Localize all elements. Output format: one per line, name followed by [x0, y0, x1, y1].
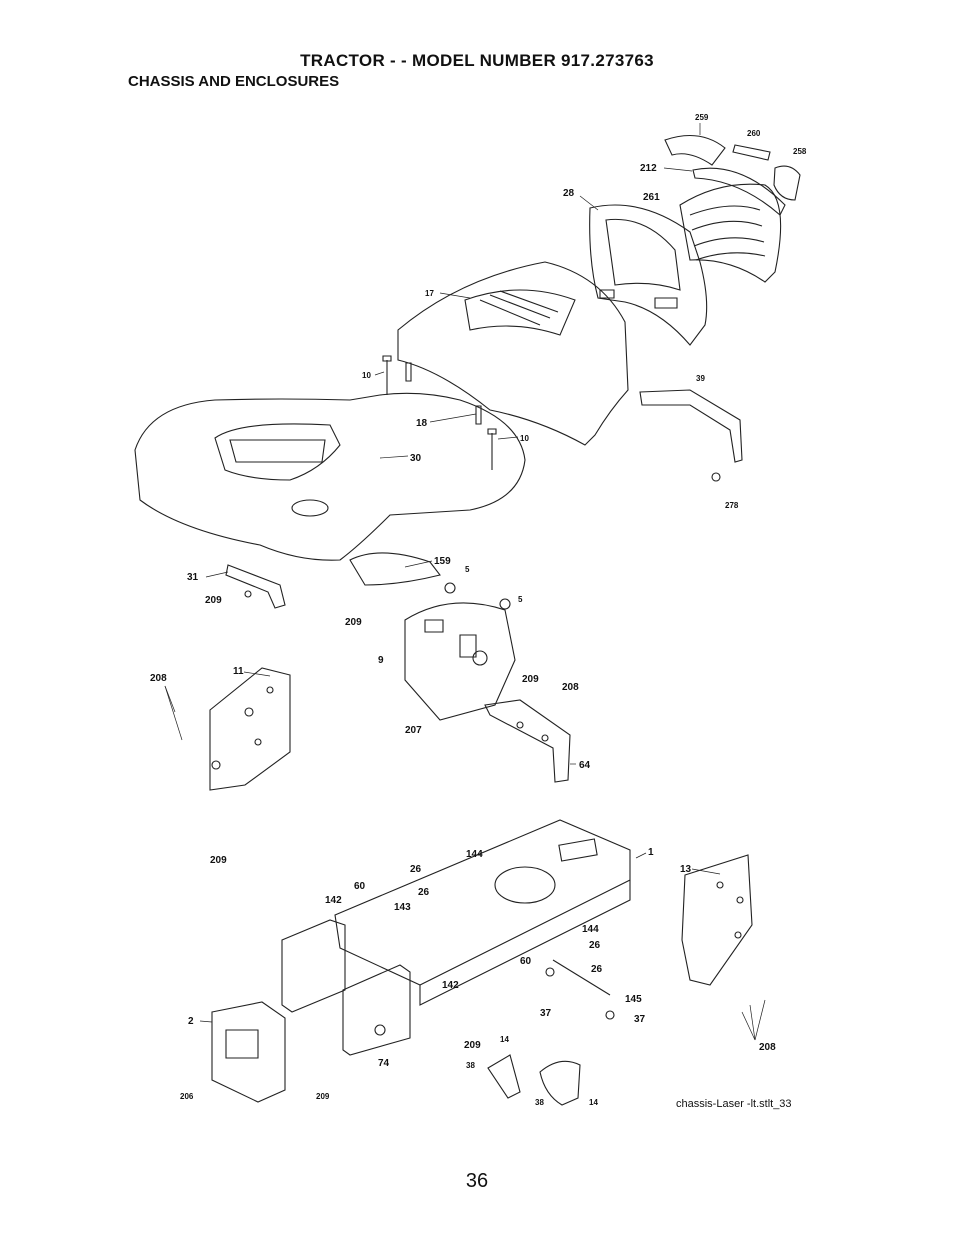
callout-label: 209: [522, 674, 539, 685]
callout-label: 37: [634, 1014, 646, 1025]
callout-label: 143: [394, 902, 411, 913]
callout-label: 60: [354, 881, 366, 892]
callout-label: 144: [466, 849, 483, 860]
callout-label: 18: [416, 418, 428, 429]
support-bracket-part: [640, 390, 742, 481]
callout-label: 37: [540, 1008, 552, 1019]
callout-label: 13: [680, 864, 692, 875]
callout-label: 14: [500, 1035, 509, 1044]
callout-label: 28: [563, 188, 575, 199]
callout-labels: 259 260 258 212 28 261 17 10 18 10 30 39…: [150, 113, 807, 1107]
callout-label: 5: [518, 595, 523, 604]
figure-caption: chassis-Laser -lt.stlt_33: [676, 1098, 792, 1110]
callout-label: 30: [410, 453, 422, 464]
callout-label: 31: [187, 572, 199, 583]
dash-panel-part: [590, 205, 707, 345]
callout-label: 209: [210, 855, 227, 866]
callout-label: 38: [466, 1061, 475, 1070]
callout-label: 212: [640, 163, 657, 174]
callout-label: 209: [316, 1092, 330, 1101]
callout-label: 26: [591, 964, 603, 975]
section-title: CHASSIS AND ENCLOSURES: [128, 73, 340, 90]
callout-label: 10: [520, 434, 529, 443]
callout-label: 11: [233, 666, 244, 677]
callout-label: 74: [378, 1058, 390, 1069]
callout-label: 260: [747, 129, 761, 138]
callout-label: 26: [418, 887, 430, 898]
leader-lines: [165, 123, 765, 1040]
callout-label: 38: [535, 1098, 544, 1107]
page-title: TRACTOR - - MODEL NUMBER 917.273763: [300, 51, 654, 70]
callout-label: 209: [345, 617, 362, 628]
mount-bracket-part: [226, 565, 285, 608]
callout-label: 2: [188, 1016, 194, 1027]
main-frame-part: [335, 820, 630, 1005]
callout-label: 26: [410, 864, 422, 875]
callout-label: 26: [589, 940, 601, 951]
callout-label: 60: [520, 956, 532, 967]
callout-label: 64: [579, 760, 591, 771]
callout-label: 206: [180, 1092, 194, 1101]
callout-label: 5: [465, 565, 470, 574]
front-cover-part: [212, 1002, 285, 1102]
callout-label: 9: [378, 655, 384, 666]
callout-label: 208: [562, 682, 579, 693]
callout-label: 14: [589, 1098, 598, 1107]
callout-label: 208: [759, 1042, 776, 1053]
fender-deck-part: [135, 393, 525, 585]
callout-label: 261: [643, 192, 660, 203]
hood-hardware: [383, 356, 496, 470]
callout-label: 209: [205, 595, 222, 606]
grille-part: [680, 184, 781, 282]
callout-label: 39: [696, 374, 705, 383]
callout-label: 10: [362, 371, 371, 380]
callout-label: 145: [625, 994, 642, 1005]
callout-label: 278: [725, 501, 739, 510]
side-panel-right-part: [682, 855, 752, 985]
dash-console-part: [405, 583, 515, 720]
callout-label: 142: [442, 980, 459, 991]
callout-label: 258: [793, 147, 807, 156]
callout-label: 207: [405, 725, 422, 736]
hardware-clips: [375, 960, 614, 1105]
grille-trim-part: [665, 136, 800, 216]
side-panel-left-part: [210, 668, 290, 790]
callout-label: 144: [582, 924, 599, 935]
callout-label: 17: [425, 289, 434, 298]
callout-label: 142: [325, 895, 342, 906]
page-number: 36: [465, 1170, 489, 1192]
callout-label: 208: [150, 673, 167, 684]
callout-label: 159: [434, 556, 451, 567]
callout-label: 259: [695, 113, 709, 122]
hood-part: [398, 262, 628, 445]
callout-label: 1: [648, 847, 654, 858]
front-plate-part: [282, 920, 410, 1055]
callout-label: 209: [464, 1040, 481, 1051]
dash-bracket-part: [485, 700, 570, 782]
